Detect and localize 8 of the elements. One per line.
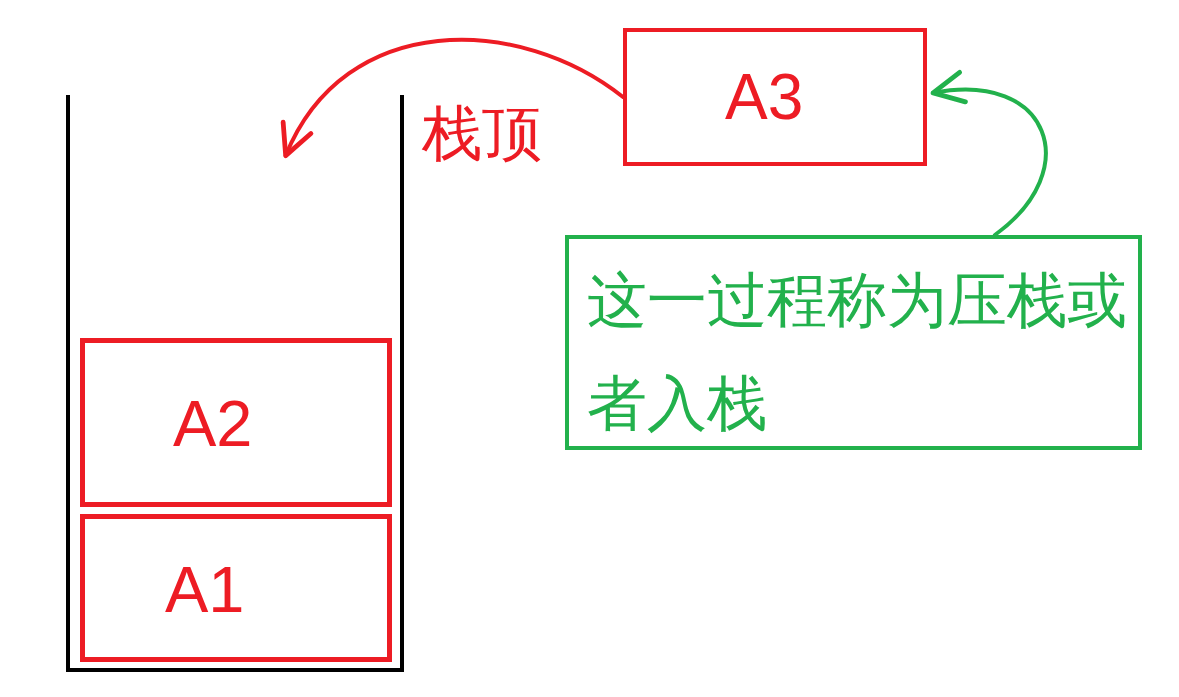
pushed-item-box: A3 [623, 28, 927, 166]
stack-item-box: A2 [80, 338, 392, 507]
stack-item-box: A1 [80, 514, 392, 662]
curved-arrow [930, 72, 1048, 237]
stack-top-label: 栈顶 [422, 97, 542, 170]
stack-container [66, 95, 404, 672]
curved-arrow [283, 37, 625, 158]
note-box: 这一过程称为压栈或者入栈 [565, 235, 1142, 450]
